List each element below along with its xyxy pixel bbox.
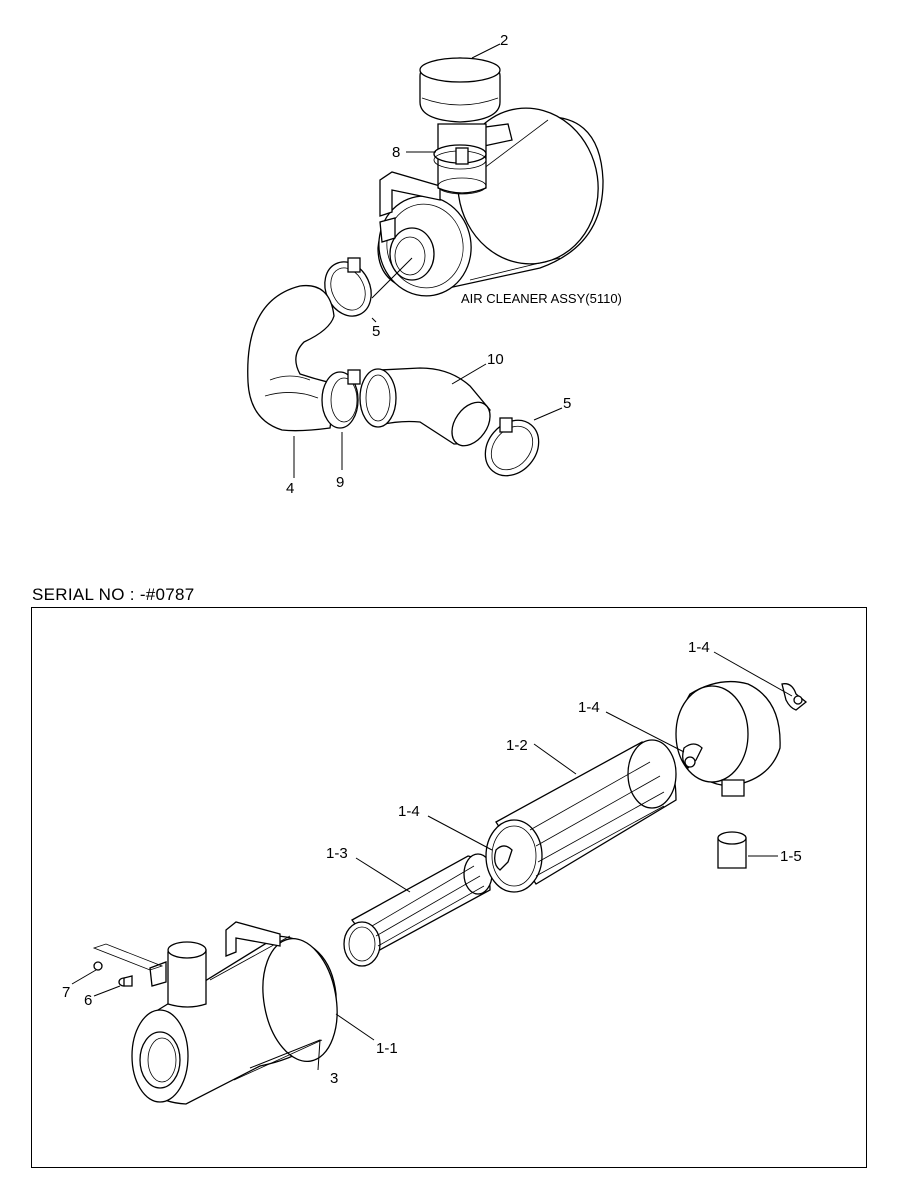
assembly-caption: AIR CLEANER ASSY(5110) [461, 291, 622, 306]
air-cleaner-body-top [377, 107, 604, 297]
elbow-10 [359, 367, 491, 447]
clamp-8 [433, 144, 487, 170]
callout-1-5: 1-5 [780, 848, 802, 865]
hose-clamp-5-upper [324, 257, 372, 317]
callout-1-4-lower: 1-4 [398, 803, 420, 820]
callout-8: 8 [392, 144, 400, 161]
elbow-hose-4 [247, 284, 337, 432]
cover-and-wing-nuts [494, 680, 808, 871]
inner-filter-1-3 [343, 853, 493, 967]
callout-1-4-middle: 1-4 [578, 699, 600, 716]
callout-3: 3 [330, 1070, 338, 1087]
callout-1-4-top: 1-4 [688, 639, 710, 656]
callout-7: 7 [62, 984, 70, 1001]
serial-detail-frame [31, 607, 867, 1168]
dust-valve-1-5 [717, 831, 747, 869]
callout-1-1: 1-1 [376, 1040, 398, 1057]
callout-10: 10 [487, 351, 504, 368]
callout-2: 2 [500, 32, 508, 49]
callout-5-lower: 5 [563, 395, 571, 412]
outer-filter-1-2 [485, 739, 677, 893]
pre-cleaner-cap [419, 57, 501, 123]
callout-1-2: 1-2 [506, 737, 528, 754]
top-leader-lines [293, 43, 563, 478]
callout-1-3: 1-3 [326, 845, 348, 862]
hose-clamp-5-lower [484, 417, 540, 477]
serial-number-label: SERIAL NO : -#0787 [32, 585, 195, 604]
callout-4: 4 [286, 480, 294, 497]
callout-9: 9 [336, 474, 344, 491]
bottom-leader-lines [71, 651, 793, 1071]
bolt-nut-6-7 [92, 943, 164, 987]
hose-clamp-9 [321, 369, 361, 429]
callout-5-upper: 5 [372, 323, 380, 340]
callout-6: 6 [84, 992, 92, 1009]
housing-1-1 [131, 921, 338, 1105]
